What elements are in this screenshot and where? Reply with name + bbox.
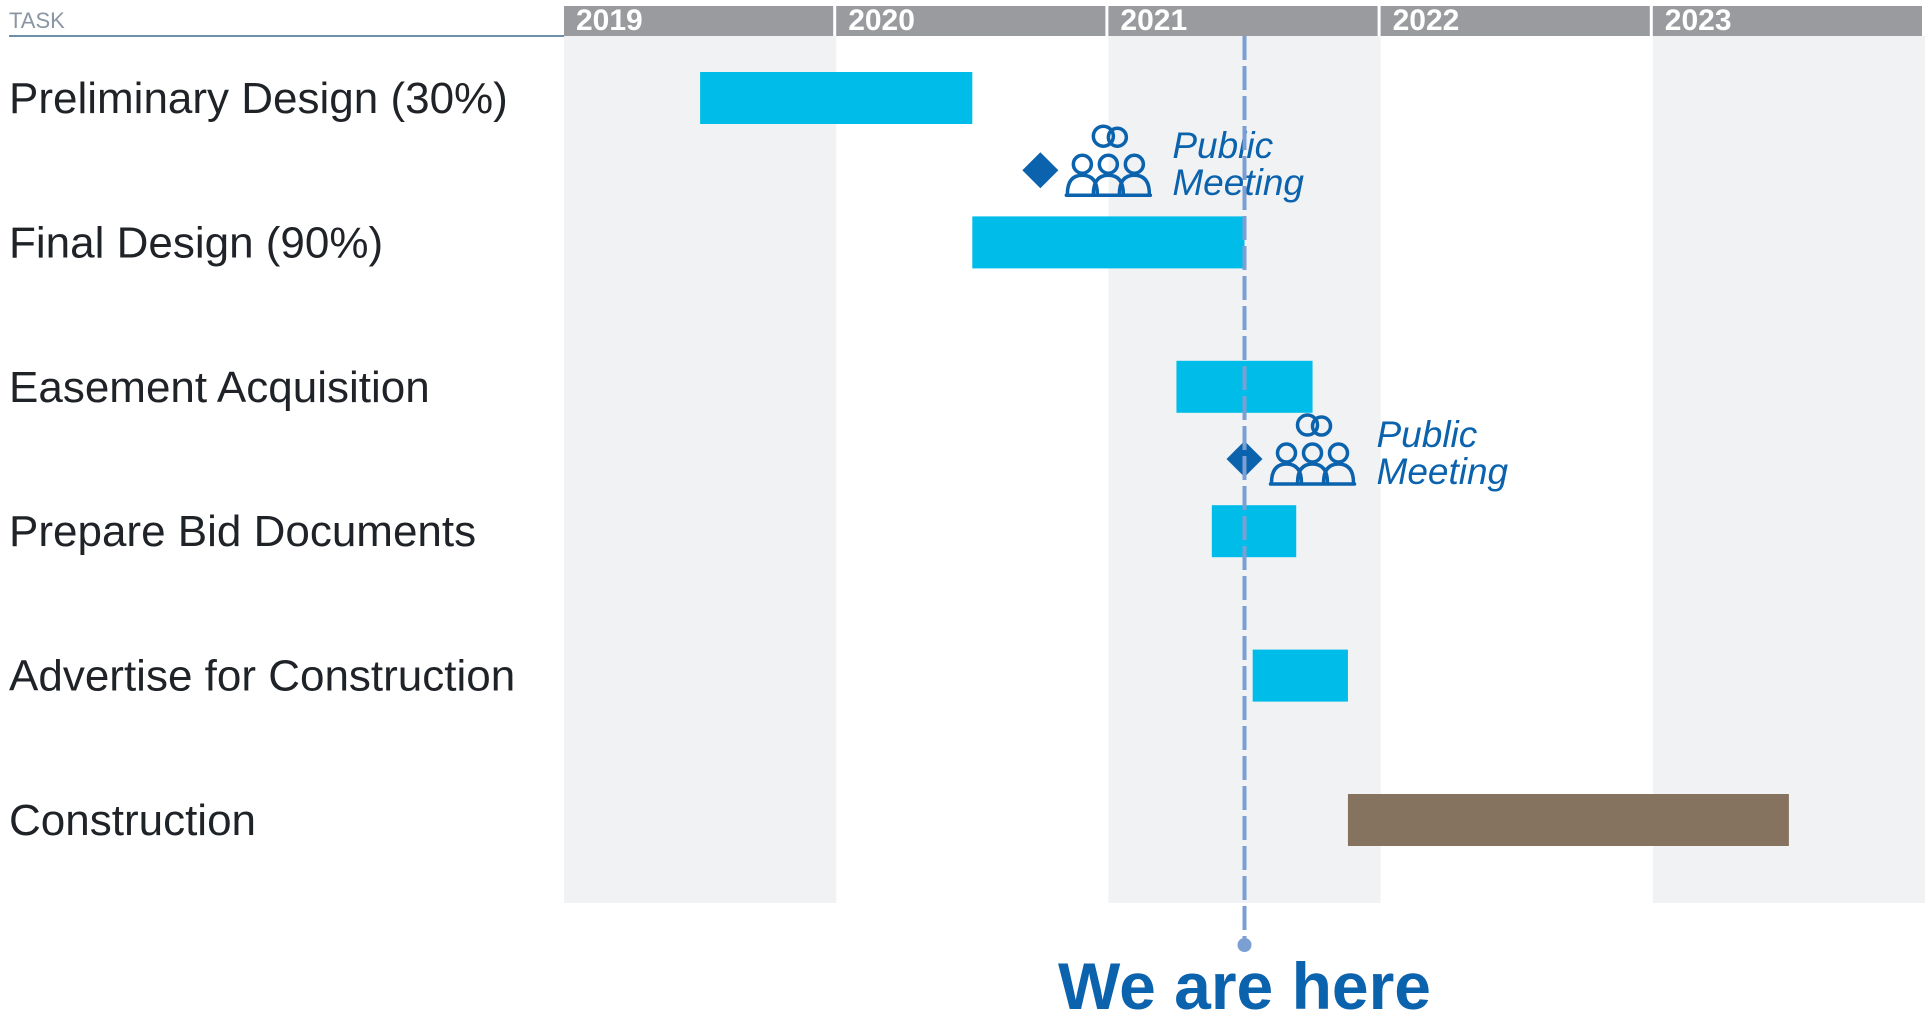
- task-bar: [1211, 505, 1297, 558]
- task-bar: [972, 216, 1245, 269]
- speech-bubble-icon: [1295, 413, 1320, 437]
- task-bar: [1252, 649, 1348, 702]
- task-label: Final Design (90%): [9, 218, 383, 267]
- task-column-header: TASK: [9, 8, 65, 33]
- year-header-cell-2022: [1380, 6, 1650, 36]
- person-head-icon: [1275, 442, 1298, 464]
- milestone-diamond: [1022, 152, 1059, 189]
- year-label-2023: 2023: [1665, 4, 1732, 37]
- person-body-icon: [1117, 173, 1152, 196]
- people-meeting-icon: [1268, 413, 1357, 486]
- task-label: Construction: [9, 796, 256, 845]
- task-label: Advertise for Construction: [9, 652, 515, 701]
- year-header-cell-2021: [1108, 6, 1378, 36]
- task-bars: [700, 72, 1789, 846]
- milestone-label: Meeting: [1172, 162, 1304, 203]
- people-meeting-icon: [1064, 124, 1153, 197]
- today-marker: We are here: [1058, 36, 1431, 1019]
- task-label: Easement Acquisition: [9, 363, 430, 412]
- year-header: 2019 2020 2021 2022 2023: [564, 4, 1922, 37]
- we-are-here-label: We are here: [1058, 949, 1431, 1014]
- year-header-cell-2019: [564, 6, 834, 36]
- task-bar: [1347, 794, 1789, 846]
- speech-bubble-icon: [1091, 124, 1116, 148]
- speech-bubble-icon: [1310, 415, 1333, 437]
- year-band-2019: [564, 36, 837, 903]
- person-head-icon: [1071, 153, 1094, 175]
- today-dot: [1237, 938, 1252, 952]
- person-head-icon: [1097, 153, 1120, 175]
- year-label-2022: 2022: [1393, 4, 1460, 37]
- year-label-2020: 2020: [848, 4, 915, 37]
- milestone-label: Meeting: [1377, 451, 1509, 492]
- year-band-2023: [1652, 36, 1925, 903]
- speech-bubble-icon: [1106, 126, 1129, 148]
- year-label-2019: 2019: [576, 4, 643, 37]
- task-bar: [700, 72, 973, 124]
- person-head-icon: [1301, 442, 1324, 464]
- milestone-label: Public: [1172, 125, 1273, 166]
- task-header-underline: [9, 35, 564, 37]
- year-label-2021: 2021: [1120, 4, 1187, 37]
- year-header-cell-2020: [836, 6, 1106, 36]
- person-head-icon: [1327, 442, 1350, 464]
- person-head-icon: [1123, 153, 1146, 175]
- year-header-cell-2023: [1652, 6, 1922, 36]
- person-body-icon: [1321, 462, 1356, 485]
- task-label: Prepare Bid Documents: [9, 507, 476, 556]
- milestone-label: Public: [1377, 414, 1478, 455]
- task-label: Preliminary Design (30%): [9, 74, 508, 123]
- task-labels: TASK Preliminary Design (30%) Final Design…: [9, 8, 564, 845]
